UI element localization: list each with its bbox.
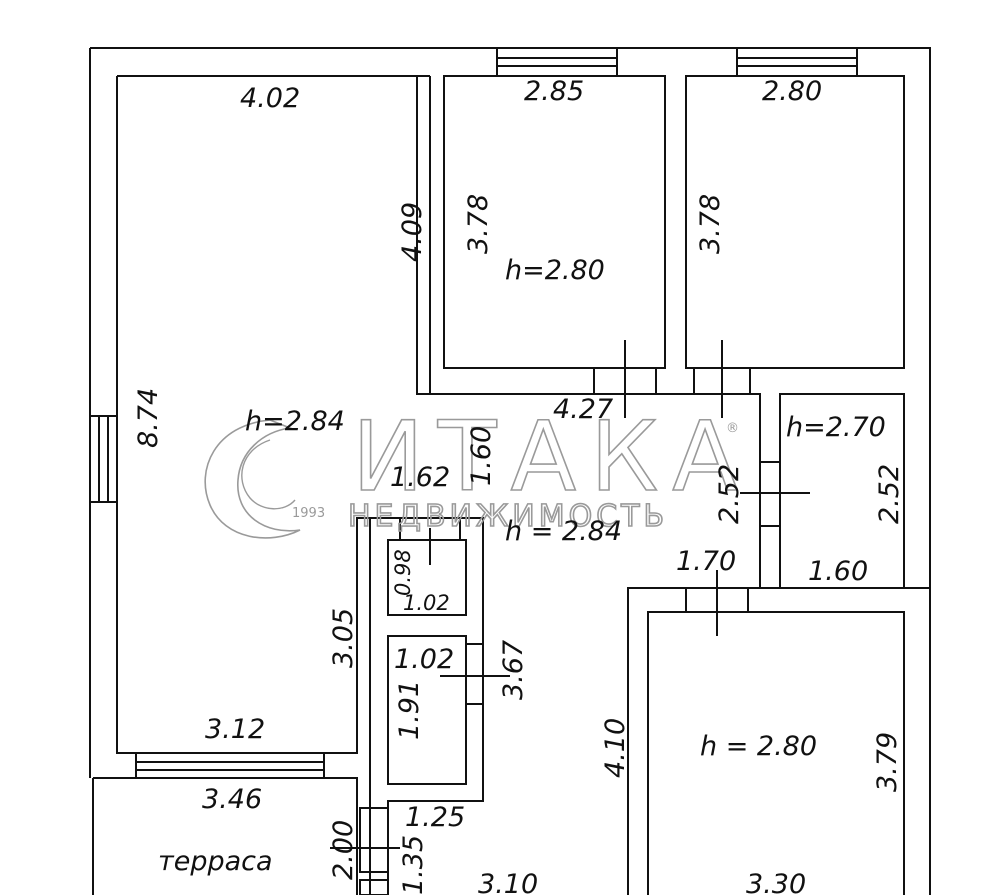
- label-stair-width: 1.25: [405, 802, 465, 833]
- label-bottom-width: 3.10: [478, 869, 538, 895]
- label-hall-length: 4.27: [553, 394, 613, 425]
- label-hall-1-70: 1.70: [676, 546, 736, 577]
- label-bed2-width: 2.80: [762, 76, 822, 107]
- label-living-height: h=2.84: [245, 406, 345, 437]
- window-kitchen: [135, 752, 325, 779]
- label-bed2-depth: 3.78: [695, 194, 726, 254]
- room-br-wall: [647, 611, 905, 895]
- dimension-labels: 4.02 2.85 2.80 8.74 4.09 3.78 3.78 h=2.8…: [133, 76, 905, 895]
- label-stair-depth: 1.35: [398, 835, 429, 895]
- watermark-registered: ®: [726, 421, 739, 436]
- door-bedroom-2: [693, 340, 751, 418]
- label-room-br-height: h = 2.80: [700, 731, 817, 762]
- watermark-year: 1993: [292, 506, 325, 521]
- label-kitchen-side: 3.05: [328, 608, 359, 668]
- label-hall-height: h = 2.84: [505, 516, 622, 547]
- door-wc-2: [440, 643, 510, 705]
- label-bath-height: h=2.70: [786, 412, 886, 443]
- label-top-room-width: 4.02: [240, 83, 300, 114]
- label-bath-depth: 2.52: [874, 464, 905, 524]
- label-terrace-name: терраса: [158, 846, 273, 877]
- watermark-subtitle: НЕДВИЖИМОСТЬ: [348, 499, 668, 534]
- label-terrace-width: 3.46: [202, 784, 262, 815]
- door-wc-1: [399, 517, 461, 565]
- label-wc1-side: 0.98: [391, 549, 415, 596]
- door-bedroom-1: [593, 340, 657, 418]
- label-room-br-side: 4.10: [600, 718, 631, 778]
- door-bathroom: [740, 461, 810, 527]
- label-cellar-side: 1.60: [466, 426, 497, 486]
- watermark-brand: ИТАКА: [352, 401, 752, 513]
- label-hall-depth: 2.52: [714, 464, 745, 524]
- wave-icon: [204, 419, 301, 539]
- label-kitchen-width: 3.12: [205, 714, 265, 745]
- label-corridor: 3.67: [498, 640, 529, 700]
- label-wc2-width: 1.02: [394, 644, 454, 675]
- label-bath-width: 1.60: [808, 556, 868, 587]
- door-terrace: [330, 807, 400, 895]
- label-bed1-height: h=2.80: [505, 255, 605, 286]
- label-passage: 4.09: [397, 202, 428, 262]
- label-left-room-length: 8.74: [133, 388, 164, 448]
- outer-wall: [89, 47, 931, 895]
- label-cellar-width: 1.62: [390, 462, 450, 493]
- windows: [89, 47, 858, 779]
- watermark-logo: ИТАКА НЕДВИЖИМОСТЬ 1993 ®: [204, 400, 752, 539]
- label-room-br-width: 3.30: [746, 869, 806, 895]
- label-bed1-width: 2.85: [524, 76, 584, 107]
- window-top-1: [496, 47, 618, 77]
- label-terrace-depth: 2.00: [328, 820, 359, 880]
- label-room-br-depth: 3.79: [872, 732, 903, 792]
- doors: [330, 340, 810, 895]
- label-wc1-width: 1.02: [403, 591, 450, 615]
- label-wc2-depth: 1.91: [394, 680, 425, 740]
- wc-2-wall: [387, 635, 467, 785]
- window-left: [89, 415, 118, 503]
- window-top-2: [736, 47, 858, 77]
- door-room-br: [685, 570, 749, 636]
- wave-icon-inner: [241, 439, 296, 510]
- label-bed1-depth: 3.78: [463, 194, 494, 254]
